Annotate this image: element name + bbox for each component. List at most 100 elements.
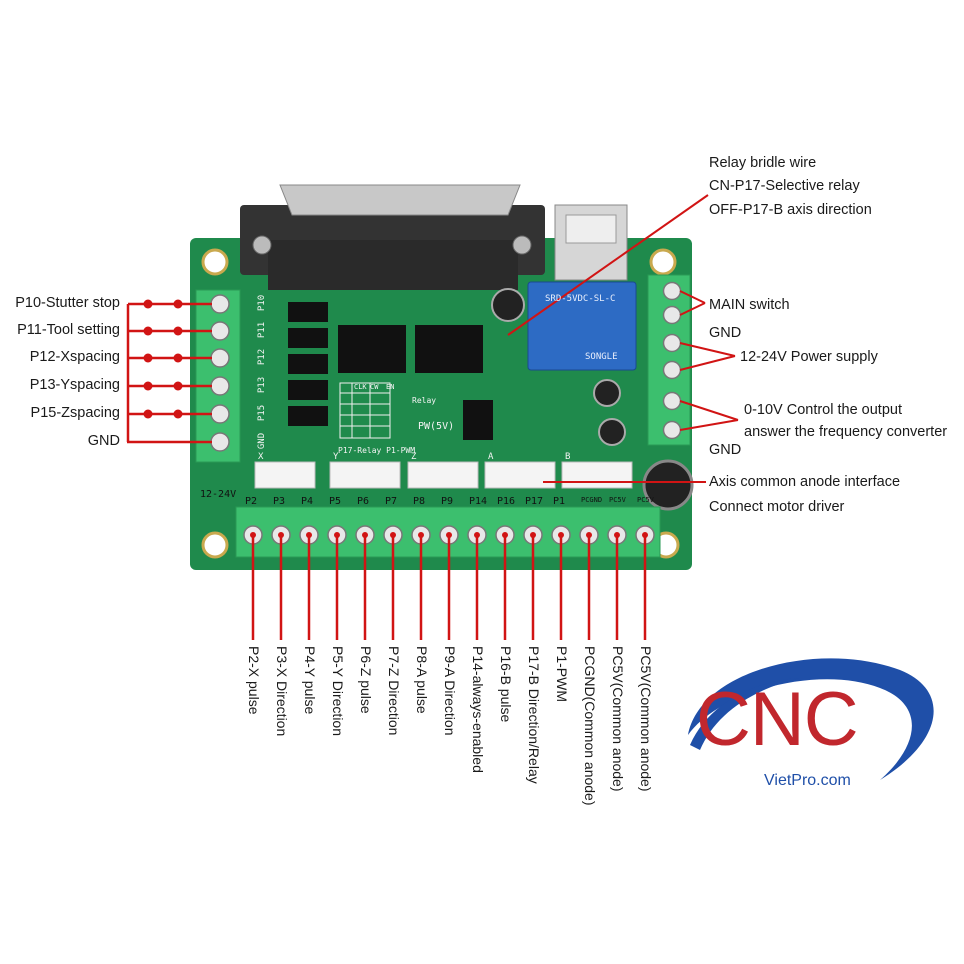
- relay-brand: SONGLE: [585, 352, 618, 362]
- optocouplers: [288, 302, 328, 426]
- usb-connector: [554, 204, 628, 281]
- main-switch-label: MAIN switch: [709, 297, 790, 313]
- left-silk-label: P11: [257, 321, 268, 339]
- bottom-silk-label: P17: [525, 496, 544, 507]
- bottom-silk-label: P7: [385, 496, 398, 507]
- table-header-cell: EN: [386, 383, 395, 391]
- ic-chip: [415, 325, 483, 373]
- bottom-silk-label: P9: [441, 496, 454, 507]
- relay-model: SRD-5VDC-SL-C: [545, 294, 616, 304]
- right-leader-lines: [507, 194, 739, 483]
- bottom-label: P17-B Direction/Relay: [526, 646, 542, 784]
- leader-dot: [173, 409, 183, 419]
- right-terminal-block: [647, 274, 691, 446]
- bottom-label: PC5V(Common anode): [638, 646, 654, 792]
- bottom-silk-label: P3: [273, 496, 286, 507]
- capacitor: [598, 418, 626, 446]
- left-label: P15-Zspacing: [30, 405, 120, 421]
- bottom-label: P1-PWM: [554, 646, 570, 702]
- left-label: P10-Stutter stop: [15, 295, 120, 311]
- leader-dot: [614, 532, 620, 538]
- left-silk-label: P13: [257, 376, 268, 394]
- bottom-label: P8-A pulse: [414, 646, 430, 714]
- left-label: P11-Tool setting: [17, 322, 120, 338]
- left-label: GND: [87, 433, 120, 449]
- connector-label: A: [488, 452, 494, 462]
- bottom-label: P14-always-enabled: [470, 646, 486, 773]
- relay-label-1: Relay bridle wire: [709, 155, 817, 171]
- bottom-silk-label: P4: [301, 496, 314, 507]
- power-label: 12-24V Power supply: [740, 349, 878, 365]
- leader-dot: [474, 532, 480, 538]
- bottom-silk-label: P8: [413, 496, 426, 507]
- bottom-silk-label: P16: [497, 496, 516, 507]
- capacitor: [491, 288, 525, 322]
- bottom-silk-label: P1: [553, 496, 566, 507]
- capacitor: [642, 459, 694, 511]
- mount-hole: [201, 531, 229, 559]
- ic-chip: [338, 325, 406, 373]
- logo-swoosh: [688, 658, 934, 780]
- table-header-cell: CW: [370, 383, 379, 391]
- left-leader-lines: [126, 299, 212, 444]
- header-connectors: [254, 461, 633, 489]
- table-header-cell: CLK: [354, 383, 367, 391]
- bottom-silk-label: PC5V: [637, 496, 654, 504]
- bottom-label: P7-Z Direction: [386, 646, 402, 736]
- relay-silk: Relay: [412, 396, 437, 405]
- leader-dot: [642, 532, 648, 538]
- left-silk-label: P15: [257, 404, 268, 422]
- leader-dot: [173, 299, 183, 309]
- mount-hole: [649, 248, 677, 276]
- gnd-label-1: GND: [709, 325, 742, 341]
- bottom-label: P4-Y pulse: [302, 646, 318, 715]
- bottom-label: P5-Y Direction: [330, 646, 346, 737]
- gnd-label-2: GND: [709, 442, 742, 458]
- left-silk-label: P12: [257, 348, 268, 366]
- logo-cnc: CNC: [696, 677, 859, 762]
- p17-silk: P17-Relay P1-PWM: [338, 446, 416, 455]
- bottom-silk-label: P5: [329, 496, 342, 507]
- leader-dot: [390, 532, 396, 538]
- bottom-silk-label: P14: [469, 496, 488, 507]
- capacitor: [593, 379, 621, 407]
- relay-label-2: CN-P17-Selective relay: [709, 178, 860, 194]
- leader-dot: [418, 532, 424, 538]
- control-label-2: answer the frequency converter: [744, 424, 948, 440]
- leader-dot: [173, 326, 183, 336]
- bottom-label: PC5V(Common anode): [610, 646, 626, 792]
- connector-label: Y: [333, 452, 339, 462]
- ic-chip: [463, 400, 493, 440]
- leader-dot: [530, 532, 536, 538]
- leader-dot: [502, 532, 508, 538]
- left-silk-label: P10: [257, 294, 268, 312]
- left-label: P12-Xspacing: [29, 349, 120, 365]
- leader-dot: [446, 532, 452, 538]
- bottom-label: P6-Z pulse: [358, 646, 374, 714]
- left-terminal-block: [195, 289, 241, 463]
- relay-label-3: OFF-P17-B axis direction: [709, 202, 872, 218]
- leader-dot: [306, 532, 312, 538]
- bottom-silk-label: PC5V: [609, 496, 626, 504]
- connector-label: X: [258, 452, 264, 462]
- bottom-leader-lines: [250, 532, 648, 640]
- pw-silk: PW(5V): [418, 421, 455, 432]
- logo-sub: VietPro.com: [764, 772, 851, 789]
- control-label-1: 0-10V Control the output: [744, 402, 902, 418]
- mount-hole: [201, 248, 229, 276]
- axis-label-2: Connect motor driver: [709, 499, 845, 515]
- leader-dot: [250, 532, 256, 538]
- bottom-label: P3-X Direction: [274, 646, 290, 737]
- connector-label: Z: [411, 452, 417, 462]
- leader-dot: [278, 532, 284, 538]
- leader-dot: [173, 381, 183, 391]
- connector-label: B: [565, 452, 571, 462]
- leader-dot: [173, 353, 183, 363]
- axis-label-1: Axis common anode interface: [709, 474, 901, 490]
- bottom-label: P2-X pulse: [246, 646, 262, 715]
- left-label: P13-Yspacing: [29, 377, 120, 393]
- leader-dot: [586, 532, 592, 538]
- leader-dot: [334, 532, 340, 538]
- bottom-label: PCGND(Common anode): [582, 646, 598, 806]
